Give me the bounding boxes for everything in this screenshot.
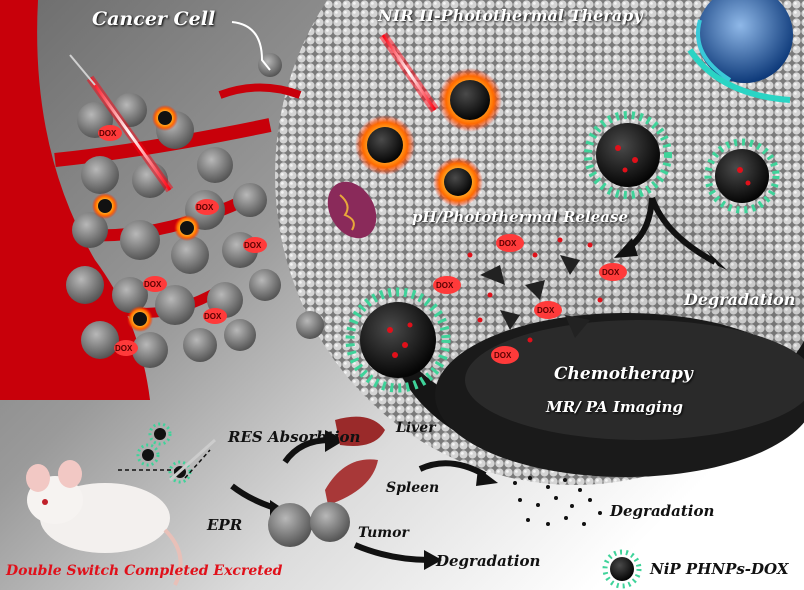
ligand-nanoparticles xyxy=(136,111,780,589)
dox-label: DOX xyxy=(602,268,620,277)
degradation-top-label: Degradation xyxy=(684,290,796,309)
imaging-label: MR/ PA Imaging xyxy=(546,398,684,416)
tumor-cluster xyxy=(66,53,324,368)
tumor-cell xyxy=(310,502,350,542)
ph-release-label: pH/Photothermal Release xyxy=(412,208,629,226)
degradation-bottom-label: Degradation xyxy=(436,552,541,570)
excreted-label: Double Switch Completed Excreted xyxy=(6,563,283,579)
nir-therapy-label: NIR II-Photothermal Therapy xyxy=(378,6,643,25)
chemotherapy-label: Chemotherapy xyxy=(554,364,693,384)
degradation-dots xyxy=(513,476,602,526)
laser-beams xyxy=(69,32,439,193)
dox-label: DOX xyxy=(99,129,117,138)
dox-label: DOX xyxy=(499,239,517,248)
cancer-cell-label: Cancer Cell xyxy=(92,8,216,30)
epr-label: EPR xyxy=(207,516,243,534)
dox-label: DOX xyxy=(494,351,512,360)
dox-label: DOX xyxy=(537,306,555,315)
dox-label: DOX xyxy=(144,280,162,289)
blood-vessel xyxy=(0,0,150,400)
burning-nanoparticles xyxy=(355,68,502,207)
tumor-cell xyxy=(268,503,312,547)
legend-label: NiP PHNPs-DOX xyxy=(650,560,789,578)
dox-label: DOX xyxy=(196,203,214,212)
tumor-label: Tumor xyxy=(358,525,409,541)
mouse xyxy=(26,460,183,586)
released-dox xyxy=(433,234,627,364)
res-absorption-label: RES Absorbtion xyxy=(228,428,361,446)
dox-label: DOX xyxy=(244,241,262,250)
dox-label: DOX xyxy=(115,344,133,353)
dox-badges-cluster xyxy=(98,125,267,356)
dox-label: DOX xyxy=(436,281,454,290)
liver-organ xyxy=(335,416,385,446)
spleen-label: Spleen xyxy=(386,480,440,496)
dox-label: DOX xyxy=(204,312,222,321)
degradation-mid-label: Degradation xyxy=(610,502,715,520)
spleen-organ xyxy=(325,459,378,505)
blue-cell xyxy=(697,0,793,83)
arrows xyxy=(230,196,717,563)
liver-label: Liver xyxy=(396,420,436,436)
